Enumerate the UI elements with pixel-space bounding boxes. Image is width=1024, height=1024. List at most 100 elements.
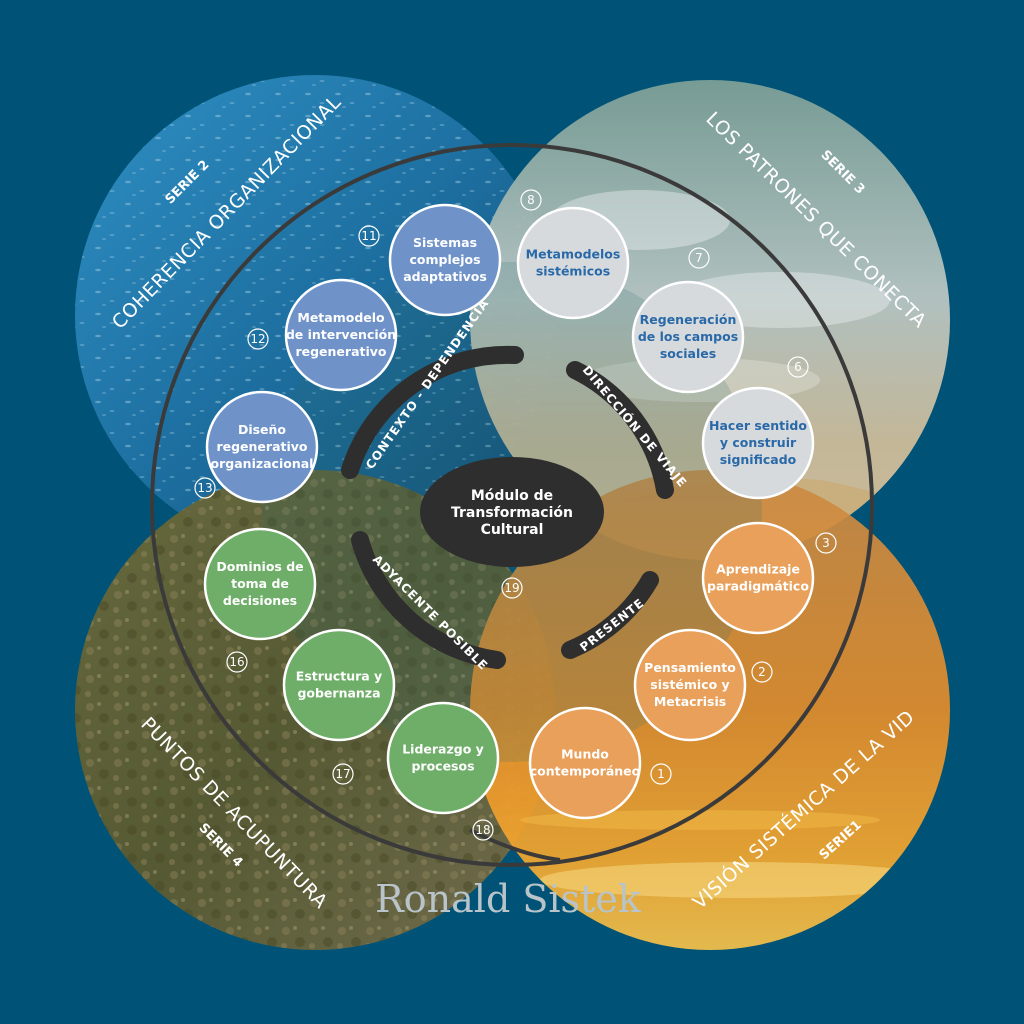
node-number-17: 17 [332, 763, 354, 785]
number-ring [520, 189, 542, 211]
node-17[interactable]: Estructura y gobernanza [282, 628, 396, 742]
node-label-line: de intervención [286, 327, 396, 342]
number-text: 2 [758, 665, 766, 679]
node-circle [701, 386, 815, 500]
node-label-line: Sistemas [413, 235, 477, 250]
node-label-line: regenerativo [216, 439, 307, 454]
node-number-12: 12 [247, 328, 269, 350]
node-label-line: decisiones [223, 593, 297, 608]
number-text: 6 [794, 360, 802, 374]
node-label-line: y construir [720, 435, 797, 450]
number-text: 18 [475, 823, 490, 837]
node-circle [633, 628, 747, 742]
node-number-8: 8 [520, 189, 542, 211]
number-ring [688, 247, 710, 269]
node-label-line: de los campos [638, 329, 738, 344]
node-circle [284, 278, 398, 392]
number-text: 16 [229, 655, 244, 669]
node-label-line: organizacional [211, 456, 314, 471]
node-label-line: regenerativo [295, 344, 386, 359]
center-line-1: Módulo de [471, 488, 553, 504]
number-text: 17 [335, 767, 350, 781]
nodes-layer: Mundo contemporáneo Pensamiento sistémico y… [203, 203, 815, 820]
node-1[interactable]: Mundo contemporáneo [528, 706, 642, 820]
node-label-line: sistémicos [536, 264, 610, 279]
node-circle [631, 280, 745, 394]
number-text: 1 [657, 767, 665, 781]
node-circle [205, 390, 319, 504]
node-label-line: toma de [231, 576, 289, 591]
node-label-line: Mundo [561, 747, 609, 762]
center-line-3: Cultural [481, 522, 544, 538]
node-label-line: procesos [411, 759, 474, 774]
node-label-line: gobernanza [297, 686, 380, 701]
node-number-13: 13 [194, 477, 216, 499]
number-ring [247, 328, 269, 350]
node-number-1: 1 [650, 763, 672, 785]
number-text: 11 [361, 229, 376, 243]
number-ring [358, 225, 380, 247]
node-circle [386, 701, 500, 815]
node-label-line: Hacer sentido [709, 418, 807, 433]
number-ring [226, 651, 248, 673]
number-ring [501, 577, 523, 599]
node-number-3: 3 [815, 532, 837, 554]
node-label-line: Dominios de [216, 559, 303, 574]
number-text: 3 [822, 536, 830, 550]
center-line-2: Transformación [451, 505, 573, 521]
node-label-line: Metamodelos [526, 247, 621, 262]
outer-ring [150, 143, 874, 867]
number-ring [787, 356, 809, 378]
node-circle [282, 628, 396, 742]
number-ring [815, 532, 837, 554]
arc-contexto [341, 345, 524, 479]
node-number-16: 16 [226, 651, 248, 673]
node-number-7: 7 [688, 247, 710, 269]
center-module[interactable]: Módulo de Transformación Cultural [420, 457, 604, 567]
node-6[interactable]: Hacer sentido y construir significado [701, 386, 815, 500]
node-13[interactable]: Diseño regenerativo organizacional [205, 390, 319, 504]
node-label-line: paradigmático [707, 579, 809, 594]
node-label-line: sistémico y [650, 677, 729, 692]
number-text: 8 [527, 193, 535, 207]
node-label-line: Regeneración [640, 312, 737, 327]
node-circle [528, 706, 642, 820]
node-11[interactable]: Sistemas complejos adaptativos [388, 203, 502, 317]
number-text: 19 [504, 581, 519, 595]
node-8[interactable]: Metamodelos sistémicos [516, 206, 630, 320]
outer-ring-tail [469, 828, 561, 862]
node-number-6: 6 [787, 356, 809, 378]
node-number-2: 2 [751, 661, 773, 683]
node-label-line: Diseño [238, 422, 286, 437]
node-circle [388, 203, 502, 317]
node-label-line: Estructura y [296, 669, 382, 684]
number-ring [751, 661, 773, 683]
number-text: 7 [695, 251, 703, 265]
node-12[interactable]: Metamodelo de intervención regenerativo [284, 278, 398, 392]
node-label-line: Metamodelo [297, 310, 385, 325]
node-label-line: significado [720, 452, 797, 467]
arc-presente [561, 571, 659, 659]
number-ring [194, 477, 216, 499]
node-label-line: contemporáneo [530, 764, 641, 779]
signature: Ronald Sistek [375, 877, 642, 921]
node-label-line: complejos [409, 252, 480, 267]
node-circle [516, 206, 630, 320]
number-text: 12 [250, 332, 265, 346]
node-16[interactable]: Dominios de toma de decisiones [203, 527, 317, 641]
node-label-line: adaptativos [403, 269, 487, 284]
node-number-11: 11 [358, 225, 380, 247]
node-number-18: 18 [472, 819, 494, 841]
number-ring [650, 763, 672, 785]
node-circle [701, 521, 815, 635]
number-text: 13 [197, 481, 212, 495]
inner-arcs [341, 345, 674, 669]
node-label-line: Pensamiento [644, 660, 736, 675]
